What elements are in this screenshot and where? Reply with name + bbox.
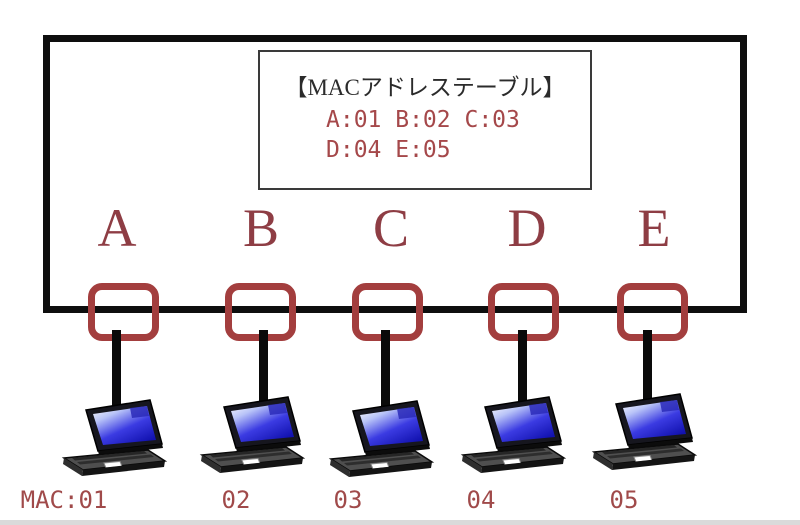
- laptop-host-2: [196, 393, 316, 479]
- laptop-icon: [63, 400, 165, 476]
- laptop-host-3: [325, 397, 445, 483]
- mac-table-row: D:04 E:05: [326, 137, 451, 163]
- laptop-icon: [201, 397, 303, 473]
- port-label-d: D: [507, 198, 547, 258]
- switch-port-a: [88, 283, 159, 341]
- switch-port-e: [617, 283, 688, 341]
- port-label-c: C: [372, 198, 410, 258]
- mac-table-rows: A:01 B:02 C:03 D:04 E:05: [260, 105, 590, 165]
- laptop-host-5: [588, 390, 708, 476]
- host-mac-label-2: 02: [221, 486, 251, 514]
- host-mac-label-3: 03: [333, 486, 363, 514]
- mac-table-title: 【MACアドレステーブル】: [284, 75, 566, 100]
- cable-a: [112, 330, 121, 416]
- cable-d: [518, 330, 527, 416]
- mac-address-table: 【MACアドレステーブル】 A:01 B:02 C:03 D:04 E:05: [258, 50, 592, 190]
- host-mac-label-5: 05: [609, 486, 639, 514]
- port-label-a: A: [97, 198, 137, 258]
- cable-c: [381, 330, 390, 416]
- port-label-e: E: [637, 198, 671, 258]
- laptop-host-4: [457, 393, 577, 479]
- mac-table-row: A:01 B:02 C:03: [326, 107, 520, 133]
- cable-e: [643, 330, 652, 416]
- cable-b: [259, 330, 268, 416]
- laptop-icon: [330, 401, 432, 477]
- laptop-host-1: [58, 396, 178, 482]
- port-label-b: B: [242, 198, 280, 258]
- host-mac-label-1: MAC:01: [20, 486, 108, 514]
- laptop-icon: [593, 394, 695, 470]
- host-mac-label-4: 04: [466, 486, 496, 514]
- laptop-icon: [462, 397, 564, 473]
- photo-edge-artifact: [0, 520, 800, 525]
